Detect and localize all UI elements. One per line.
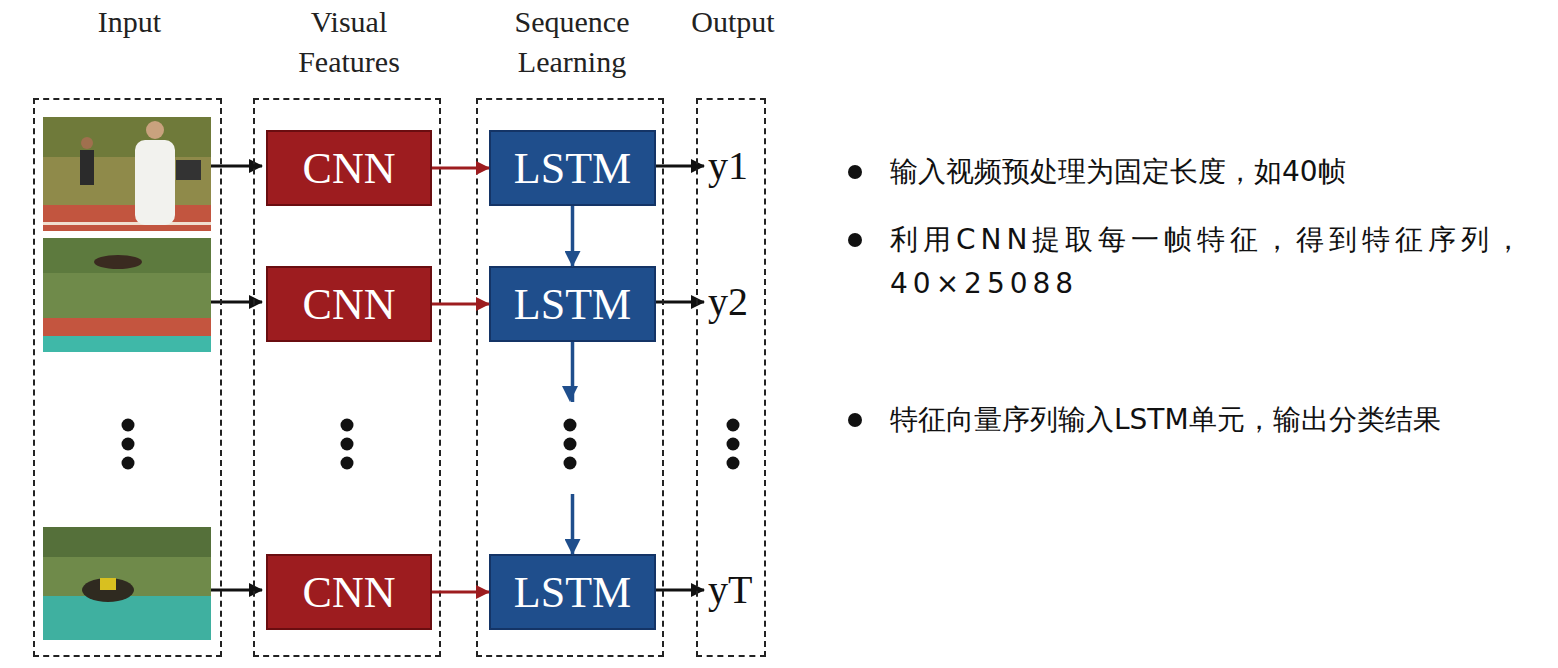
cnn-box: CNN <box>266 130 432 206</box>
box-label: CNN <box>303 567 396 618</box>
video-frame <box>43 117 211 231</box>
bullet-text: 利用CNN提取每一帧特征，得到特征序列， 40×25088 <box>890 218 1550 306</box>
bullet-text: 特征向量序列输入LSTM单元，输出分类结果 <box>890 398 1550 442</box>
bullet-dot <box>848 165 862 427</box>
column-group: Sequence LearningLSTMLSTMLSTM <box>476 98 664 657</box>
bullet-text: 输入视频预处理为固定长度，如40帧 <box>890 150 1550 194</box>
cnn-box: CNN <box>266 554 432 630</box>
box-label: LSTM <box>514 567 631 618</box>
column-group: Visual FeaturesCNNCNNCNN <box>253 98 441 657</box>
box-label: LSTM <box>514 143 631 194</box>
cnn-box: CNN <box>266 266 432 342</box>
video-frame <box>43 527 211 640</box>
arrow-head <box>562 386 578 402</box>
gap-mask <box>552 402 588 494</box>
column-heading: Input <box>50 2 210 42</box>
box-label: CNN <box>303 143 396 194</box>
column-heading: Sequence Learning <box>487 2 657 82</box>
recurrent-arrow <box>571 206 575 266</box>
output-label: y1 <box>708 141 768 191</box>
lstm-box: LSTM <box>489 266 656 342</box>
ellipsis-dots <box>564 419 577 470</box>
output-label: yT <box>708 565 768 615</box>
box-label: LSTM <box>514 279 631 330</box>
recurrent-arrow <box>571 342 575 554</box>
box-label: CNN <box>303 279 396 330</box>
ellipsis-dots <box>122 419 740 470</box>
column-heading: Output <box>678 2 788 42</box>
lstm-box: LSTM <box>489 130 656 206</box>
column-group: Input <box>33 98 222 657</box>
video-frame <box>43 238 211 352</box>
output-label: y2 <box>708 277 768 327</box>
lstm-box: LSTM <box>489 554 656 630</box>
column-heading: Visual Features <box>269 2 429 82</box>
